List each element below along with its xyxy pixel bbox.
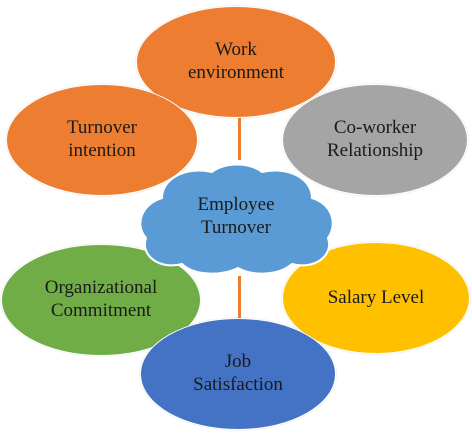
node-work-environment-label-line-2: environment xyxy=(187,62,285,83)
node-coworker-relationship-label-line-1: Co-worker xyxy=(333,117,417,139)
node-job-satisfaction-label-line-1: Job xyxy=(224,351,252,373)
connector-line-bottom xyxy=(238,276,241,320)
node-coworker-relationship: Co-worker Relationship xyxy=(282,84,468,196)
node-turnover-intention-label-line-2: intention xyxy=(68,140,136,161)
node-work-environment-label-line-1: Work xyxy=(215,39,257,61)
node-employee-turnover: Employee Turnover xyxy=(132,158,340,276)
node-work-environment-label: Work environment xyxy=(188,39,284,85)
node-employee-turnover-label-line-1: Employee xyxy=(197,194,275,216)
node-salary-level-label-line-1: Salary Level xyxy=(327,286,425,308)
node-coworker-relationship-label: Co-worker Relationship xyxy=(327,117,423,163)
node-job-satisfaction-label: Job Satisfaction xyxy=(193,351,283,397)
node-job-satisfaction-label-line-2: Satisfaction xyxy=(193,374,283,395)
node-employee-turnover-label-line-2: Turnover xyxy=(200,217,272,238)
node-turnover-intention-label: Turnover intention xyxy=(67,117,137,163)
node-coworker-relationship-label-line-2: Relationship xyxy=(326,140,424,161)
node-organizational-commitment-label-line-1: Organizational xyxy=(44,277,158,299)
node-turnover-intention-shape xyxy=(6,84,198,196)
node-job-satisfaction-shape xyxy=(140,318,336,430)
node-job-satisfaction: Job Satisfaction xyxy=(140,318,336,430)
node-turnover-intention-label-line-1: Turnover xyxy=(66,117,138,139)
node-coworker-relationship-shape xyxy=(282,84,468,196)
node-employee-turnover-shape xyxy=(139,163,334,275)
node-organizational-commitment-label: Organizational Commitment xyxy=(45,277,158,323)
node-employee-turnover-label: Employee Turnover xyxy=(197,194,274,240)
node-salary-level-label: Salary Level xyxy=(328,287,425,310)
connector-line-top xyxy=(238,116,241,160)
node-turnover-intention: Turnover intention xyxy=(6,84,198,196)
node-organizational-commitment-label-line-2: Commitment xyxy=(50,300,152,321)
